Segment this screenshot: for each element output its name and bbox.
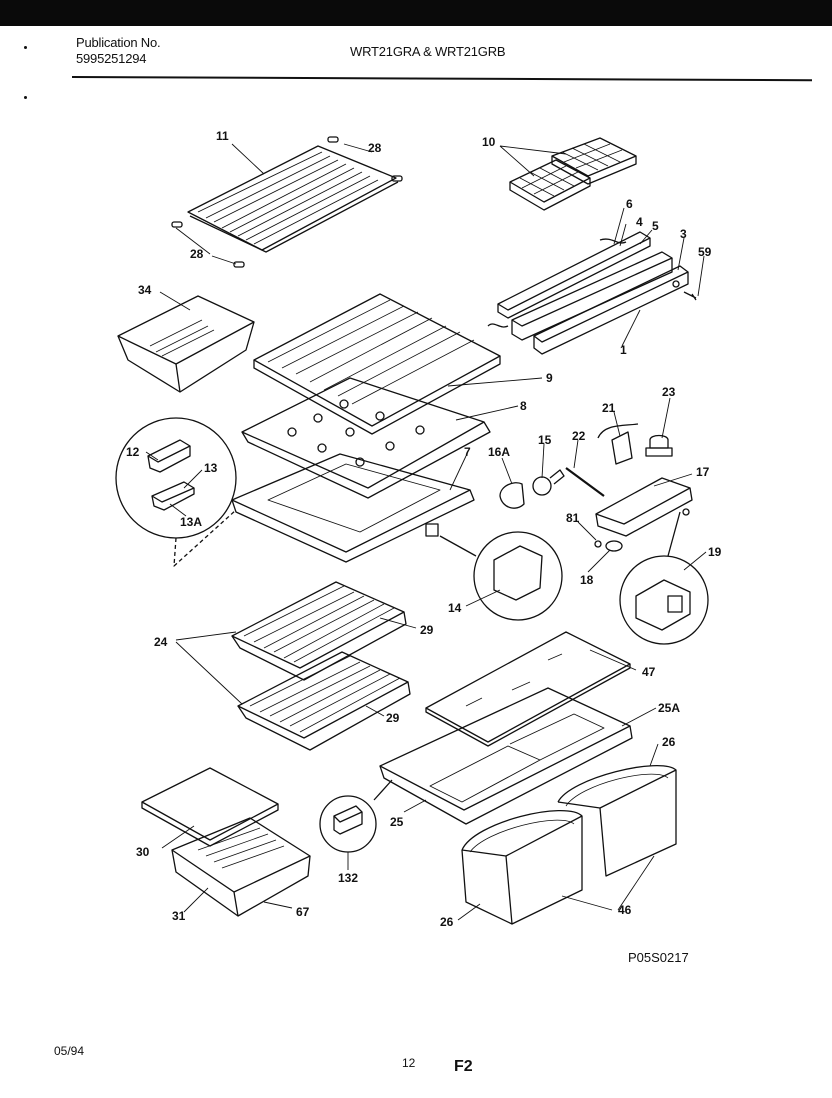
callout-19: 19 bbox=[708, 545, 722, 559]
top-scan-band bbox=[0, 0, 832, 26]
callout-26: 26 bbox=[440, 915, 454, 929]
crisper-frame bbox=[379, 687, 633, 825]
callout-14: 14 bbox=[448, 601, 462, 615]
callout-7: 7 bbox=[464, 445, 471, 459]
callout-46: 46 bbox=[618, 903, 632, 917]
front-frame-assembly bbox=[487, 231, 697, 355]
callout-34: 34 bbox=[138, 283, 152, 297]
publication-number: 5995251294 bbox=[76, 51, 147, 66]
callout-30: 30 bbox=[136, 845, 150, 859]
model-numbers: WRT21GRA & WRT21GRB bbox=[350, 44, 506, 59]
callout-67: 67 bbox=[296, 905, 310, 919]
shelf-frame bbox=[241, 377, 491, 499]
pan bbox=[231, 453, 475, 563]
callout-17: 17 bbox=[696, 465, 710, 479]
freezer-wire-shelf bbox=[187, 145, 399, 253]
callout-29: 29 bbox=[420, 623, 434, 637]
revision-date: 05/94 bbox=[54, 1044, 85, 1058]
callout-81: 81 bbox=[566, 511, 580, 525]
callout-12: 12 bbox=[126, 445, 140, 459]
figure-code: P05S0217 bbox=[628, 950, 689, 965]
publication-label: Publication No. bbox=[76, 35, 161, 50]
callout-6: 6 bbox=[626, 197, 633, 211]
callout-59: 59 bbox=[698, 245, 712, 259]
callout-29: 29 bbox=[386, 711, 400, 725]
crisper-glass-cover bbox=[425, 631, 631, 747]
crisper-drawer-right bbox=[557, 765, 677, 877]
scan-dot bbox=[24, 96, 27, 99]
callout-22: 22 bbox=[572, 429, 586, 443]
callout-31: 31 bbox=[172, 909, 186, 923]
callout-11: 11 bbox=[216, 129, 229, 143]
callout-25a: 25A bbox=[658, 701, 680, 715]
callout-10: 10 bbox=[482, 135, 496, 149]
callout-13: 13 bbox=[204, 461, 218, 475]
callout-28: 28 bbox=[190, 247, 204, 261]
wire-shelf-lower bbox=[237, 651, 411, 751]
callout-15: 15 bbox=[538, 433, 552, 447]
ice-trays bbox=[509, 137, 637, 211]
part-callouts: 11 28 28 10 6 4 5 3 59 1 34 9 8 7 12 13 … bbox=[126, 129, 722, 929]
callout-leader-lines bbox=[145, 143, 707, 921]
callout-21: 21 bbox=[602, 401, 616, 415]
callout-18: 18 bbox=[580, 573, 594, 587]
control-components bbox=[425, 423, 693, 552]
control-detail-circle-14 bbox=[439, 531, 563, 621]
shelf-clips bbox=[171, 136, 403, 268]
callout-28: 28 bbox=[368, 141, 382, 155]
callout-9: 9 bbox=[546, 371, 553, 385]
callout-5: 5 bbox=[652, 219, 659, 233]
callout-1: 1 bbox=[620, 343, 627, 357]
crisper-drawer-left bbox=[461, 809, 583, 925]
callout-8: 8 bbox=[520, 399, 527, 413]
callout-25: 25 bbox=[390, 815, 404, 829]
callout-47: 47 bbox=[642, 665, 656, 679]
callout-24: 24 bbox=[154, 635, 168, 649]
callout-16a: 16A bbox=[488, 445, 510, 459]
callout-3: 3 bbox=[680, 227, 687, 241]
shelf-cover bbox=[253, 293, 501, 435]
freezer-basket bbox=[117, 295, 255, 393]
switch-detail-circle-19 bbox=[619, 511, 709, 645]
scan-dot bbox=[24, 46, 27, 49]
damper-detail-circle bbox=[115, 417, 237, 567]
wire-shelf-upper bbox=[231, 581, 407, 681]
callout-23: 23 bbox=[662, 385, 676, 399]
meat-keeper-pan bbox=[171, 817, 311, 917]
callout-26: 26 bbox=[662, 735, 676, 749]
callout-132: 132 bbox=[338, 871, 358, 885]
callout-4: 4 bbox=[636, 215, 643, 229]
page-code: F2 bbox=[454, 1058, 473, 1075]
page-number: 12 bbox=[402, 1056, 416, 1070]
callout-13a: 13A bbox=[180, 515, 202, 529]
handle-detail-circle bbox=[319, 779, 393, 853]
